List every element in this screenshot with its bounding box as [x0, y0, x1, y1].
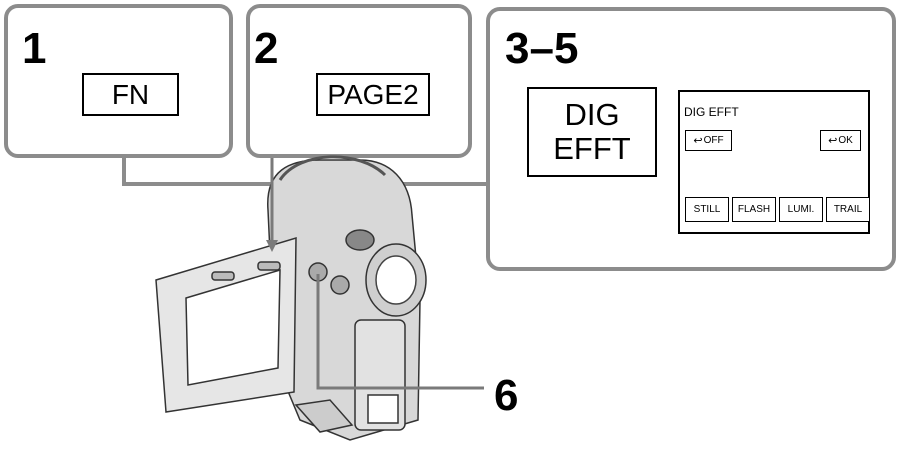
step-2-number: 2 [254, 24, 279, 73]
return-icon: ↩ [693, 135, 703, 147]
dig-effect-line2: EFFT [553, 131, 631, 166]
fn-button[interactable]: FN [82, 73, 179, 116]
step-1-number: 1 [22, 24, 47, 73]
step-6-number: 6 [494, 371, 519, 420]
dig-effect-button[interactable]: DIG EFFT [527, 87, 657, 177]
dig-effect-line1: DIG [564, 96, 620, 132]
lcd-off-button[interactable]: ↩ OFF [685, 130, 732, 151]
lcd-option-still[interactable]: STILL [685, 197, 729, 222]
lcd-off-label: OFF [703, 135, 724, 146]
lcd-ok-button[interactable]: ↩ OK [820, 130, 861, 151]
lcd-option-lumi[interactable]: LUMI. [779, 197, 823, 222]
page2-button[interactable]: PAGE2 [316, 73, 430, 116]
return-icon: ↩ [828, 135, 838, 147]
lcd-option-trail[interactable]: TRAIL [826, 197, 870, 222]
lcd-screen: DIG EFFT ↩ OFF ↩ OK STILL FLASH LUMI. TR… [678, 90, 870, 234]
step-3-5-number: 3–5 [505, 24, 579, 73]
lcd-title: DIG EFFT [684, 105, 739, 119]
lcd-ok-label: OK [838, 135, 853, 146]
lcd-option-flash[interactable]: FLASH [732, 197, 776, 222]
